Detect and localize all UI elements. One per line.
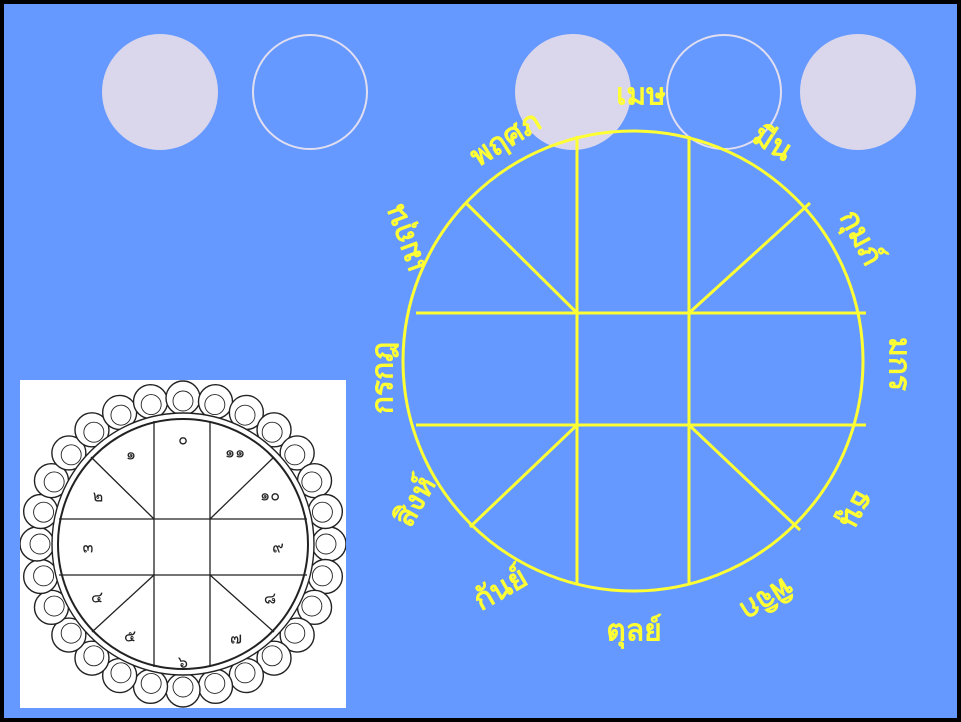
lotus-petal bbox=[198, 385, 232, 419]
zodiac-sign-label: ตุลย์ bbox=[606, 614, 661, 650]
house-number: ๙ bbox=[272, 538, 284, 557]
lotus-petal bbox=[24, 559, 58, 593]
wheel-circle bbox=[403, 131, 863, 591]
wheel-diagonal-line bbox=[470, 425, 577, 527]
house-number: ๐ bbox=[178, 430, 188, 449]
slide-canvas: เมษมีนกุมภ์มกรธนูพิจิกตุลย์กันย์สิงห์กรก… bbox=[4, 4, 957, 718]
zodiac-sign-label: พฤศภ bbox=[464, 104, 548, 174]
horoscope-chart-panel: ๐๑๑๑๐๙๘๗๖ ๕ ๔ ๓ ๒ ๑ bbox=[20, 380, 346, 708]
zodiac-sign-label: มกร bbox=[882, 337, 917, 391]
lotus-petal bbox=[198, 669, 232, 703]
lotus-petal bbox=[24, 495, 58, 529]
zodiac-sign-label: เมษ bbox=[616, 78, 666, 113]
lotus-petal bbox=[166, 673, 200, 707]
lotus-petal bbox=[20, 527, 54, 561]
zodiac-sign-label: กันย์ bbox=[467, 560, 533, 618]
wheel-diagonal-line bbox=[689, 425, 800, 530]
lotus-petal bbox=[134, 669, 168, 703]
house-number: ๕ bbox=[124, 627, 136, 646]
house-number: ๑ bbox=[126, 445, 136, 464]
house-number: ๑๐ bbox=[260, 486, 280, 505]
house-number: ๗ bbox=[230, 629, 242, 648]
lotus-petal bbox=[312, 527, 346, 561]
lotus-petal bbox=[134, 385, 168, 419]
zodiac-sign-label: กรกฎ bbox=[366, 342, 401, 415]
wheel-diagonal-line bbox=[689, 203, 810, 313]
house-number: ๓ bbox=[83, 538, 94, 557]
zodiac-sign-label: เมถุน bbox=[377, 199, 434, 276]
wheel-diagonal-line bbox=[467, 204, 577, 313]
zodiac-sign-label: มีน bbox=[746, 118, 799, 169]
zodiac-sign-label: ธนู bbox=[831, 484, 881, 536]
zodiac-sign-label: พิจิก bbox=[734, 569, 800, 628]
lotus-petal bbox=[308, 559, 342, 593]
house-number: ๑๑ bbox=[225, 443, 245, 462]
house-number: ๔ bbox=[91, 588, 103, 607]
house-number: ๘ bbox=[264, 589, 276, 608]
house-number: ๖ bbox=[178, 653, 188, 672]
house-number: ๒ bbox=[93, 487, 104, 506]
lotus-petal bbox=[166, 381, 200, 415]
lotus-petal bbox=[308, 495, 342, 529]
